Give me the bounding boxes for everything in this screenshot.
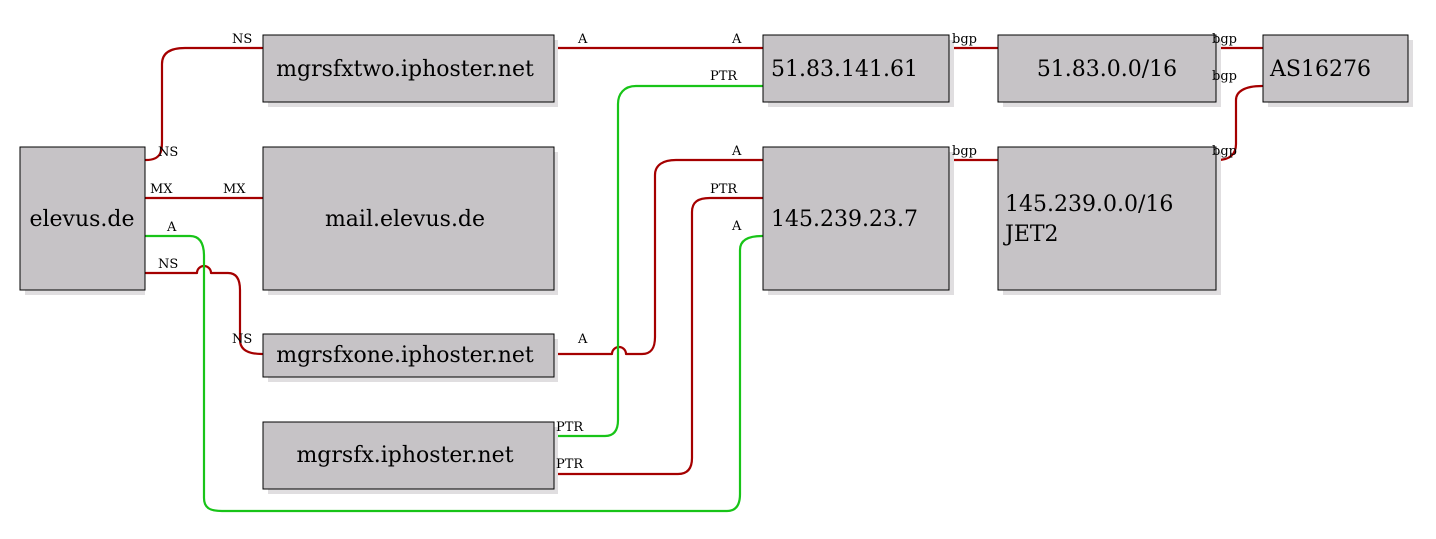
label-a-ip2-head-1: A [731, 144, 742, 159]
edge-elevus-ns-mgrsfxone [144, 264, 264, 356]
label-bgp-ip1-tail: bgp [952, 32, 977, 47]
edge-mgrsfx-ptr-ip1 [553, 84, 764, 438]
node-net2-label-line1: 145.239.0.0/16 [1005, 192, 1173, 217]
node-elevus[interactable]: elevus.de [19, 146, 146, 295]
node-elevus-label: elevus.de [29, 207, 134, 232]
edge-net2-bgp-as [1215, 84, 1264, 162]
node-as[interactable]: AS16276 [1262, 34, 1413, 107]
edge-mgrsfx-ptr-ip2 [553, 196, 764, 476]
node-ip2-label: 145.239.23.7 [771, 207, 918, 232]
edge-mgrsfxone-a-ip2 [553, 158, 764, 356]
node-ip1-label: 51.83.141.61 [771, 57, 918, 82]
label-ns-mgrsfxone-head: NS [232, 332, 252, 347]
edge-elevus-ns-mgrsfxtwo [144, 46, 264, 162]
label-ns-elevus-tail-1: NS [158, 145, 178, 160]
label-mx-tail: MX [150, 182, 173, 197]
node-net1[interactable]: 51.83.0.0/16 [997, 34, 1221, 107]
edge-elevus-a-ip2 [144, 234, 764, 513]
node-net2-label-line2: JET2 [1003, 222, 1059, 247]
label-a-ip2-head-2: A [731, 219, 742, 234]
label-ns-mgrsfxtwo-head: NS [232, 32, 252, 47]
label-bgp-as-head: bgp [1212, 69, 1237, 84]
node-mail-label: mail.elevus.de [325, 207, 485, 232]
label-a-elevus-tail: A [166, 220, 177, 235]
label-ns-elevus-tail-2: NS [158, 257, 178, 272]
node-net1-label: 51.83.0.0/16 [1037, 57, 1177, 82]
node-mgrsfxtwo-label: mgrsfxtwo.iphoster.net [276, 57, 534, 82]
node-mgrsfxtwo[interactable]: mgrsfxtwo.iphoster.net [262, 34, 558, 107]
node-mgrsfx-label: mgrsfx.iphoster.net [296, 443, 513, 468]
label-a-mgrsfxone-tail: A [577, 332, 588, 347]
label-ptr-mgrsfx-tail-1: PTR [556, 420, 584, 435]
node-mgrsfxone[interactable]: mgrsfxone.iphoster.net [262, 333, 558, 382]
node-ip1[interactable]: 51.83.141.61 [762, 34, 954, 107]
label-ptr-mgrsfx-tail-2: PTR [556, 457, 584, 472]
node-mgrsfxone-label: mgrsfxone.iphoster.net [276, 343, 534, 368]
node-ip2[interactable]: 145.239.23.7 [762, 146, 954, 295]
node-mail[interactable]: mail.elevus.de [262, 146, 558, 295]
label-a-ip1-head: A [731, 32, 742, 47]
node-net2[interactable]: 145.239.0.0/16 JET2 [997, 146, 1221, 295]
node-mgrsfx[interactable]: mgrsfx.iphoster.net [262, 421, 558, 494]
label-a-mgrsfxtwo-tail: A [577, 32, 588, 47]
label-ptr-ip2-head: PTR [710, 182, 738, 197]
node-as-label: AS16276 [1269, 57, 1371, 82]
label-ptr-ip1-head: PTR [710, 69, 738, 84]
label-bgp-net2-tail: bgp [1212, 144, 1237, 159]
label-bgp-net1-tail: bgp [1212, 32, 1237, 47]
label-bgp-ip2-tail: bgp [952, 144, 977, 159]
label-mx-head: MX [223, 182, 246, 197]
